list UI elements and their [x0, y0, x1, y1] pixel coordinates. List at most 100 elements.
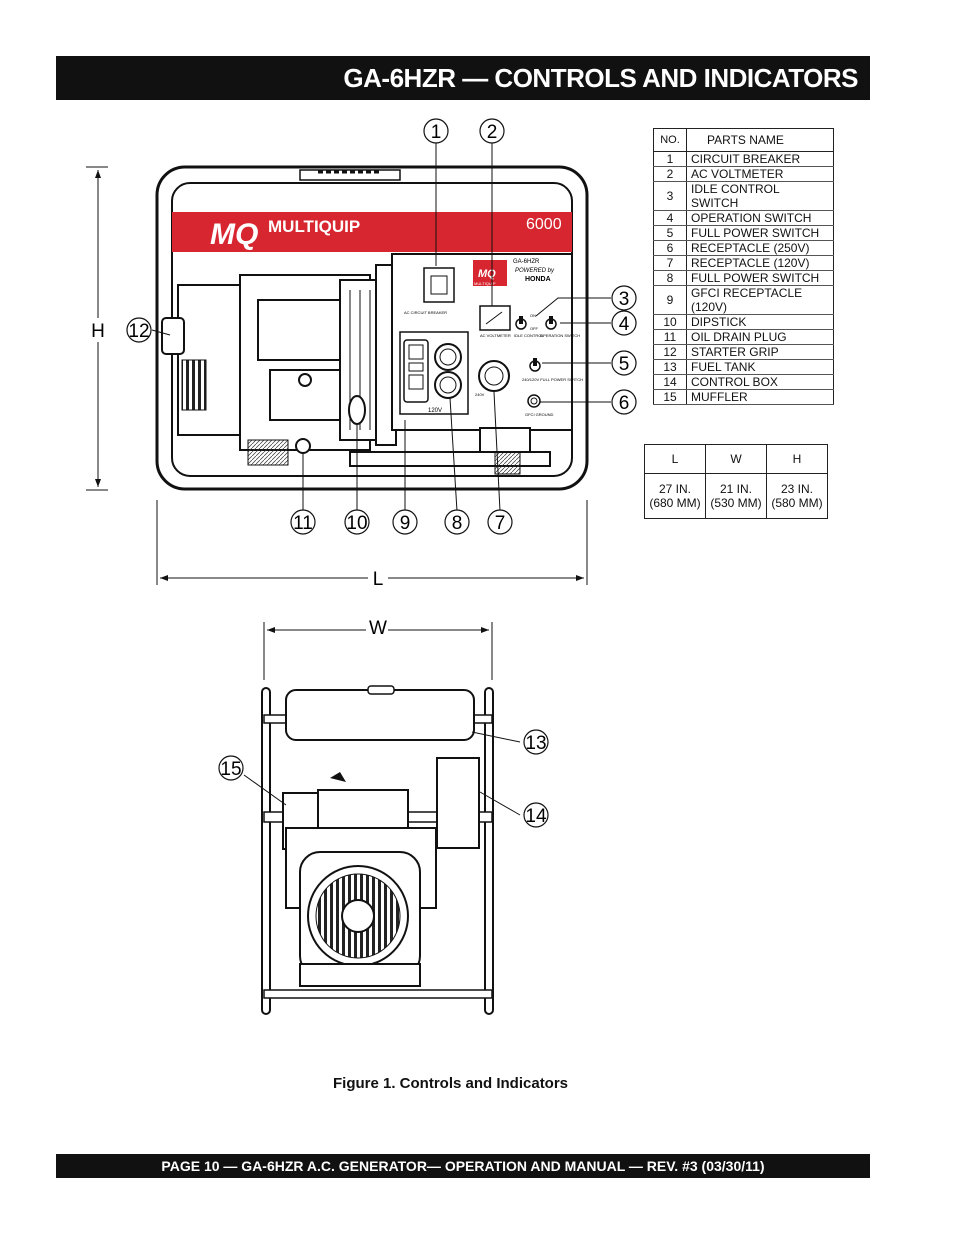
- frame-outer: [155, 165, 589, 491]
- figure-caption: Figure 1. Controls and Indicators: [333, 1075, 569, 1092]
- label-voltmeter: AC VOLTMETER: [480, 333, 511, 338]
- callout-circle-10: [344, 509, 370, 535]
- brand-band: [172, 212, 572, 252]
- parts-row-no: 10: [653, 314, 687, 330]
- callout-number-1: 1: [431, 122, 442, 143]
- parts-row-no: 13: [653, 359, 687, 375]
- dimension-l: L: [156, 500, 588, 590]
- ac-voltmeter: [479, 305, 511, 331]
- control-box-panel: AC CIRCUIT BREAKER MQ MULTIQUIP GA-6HZR …: [391, 253, 583, 453]
- label-breaker: AC CIRCUIT BREAKER: [404, 310, 447, 315]
- callout-number-8: 8: [452, 513, 463, 534]
- dim-header-w: W: [705, 444, 767, 474]
- label-off: OFF: [530, 326, 539, 331]
- callout-circle-15: [218, 755, 244, 781]
- callout-number-11: 11: [293, 513, 313, 534]
- callout-circle-11: [290, 509, 316, 535]
- label-full-power: 240/120V FULL POWER SWITCH: [522, 377, 583, 382]
- callout-circle-4: [611, 310, 637, 336]
- callout-number-7: 7: [495, 513, 506, 534]
- parts-table-header: NO. PARTS NAME: [653, 128, 834, 152]
- callout-number-10: 10: [346, 513, 367, 534]
- dim-header-h: H: [766, 444, 828, 474]
- dim-value-h: 23 IN.(580 MM): [766, 473, 828, 519]
- top-leader-lines: [243, 731, 521, 816]
- parts-row-name: MUFFLER: [686, 389, 834, 405]
- panel-powered-by: POWERED by: [515, 268, 555, 274]
- model-badge: 6000: [526, 216, 562, 233]
- parts-row-name: OIL DRAIN PLUG: [686, 329, 834, 345]
- parts-row-no: 14: [653, 374, 687, 390]
- dimensions-header-row: L W H: [644, 444, 828, 474]
- panel-logo: [473, 260, 507, 286]
- panel-logo-text: MULTIQUIP: [474, 281, 496, 286]
- callout-circle-9: [392, 509, 418, 535]
- page-title: GA-6HZR — CONTROLS AND INDICATORS: [343, 62, 858, 93]
- callout-number-5: 5: [619, 354, 630, 375]
- starter-grip: [161, 317, 185, 355]
- callout-circle-7: [487, 509, 513, 535]
- callout-number-4: 4: [619, 314, 630, 335]
- dim-header-l: L: [644, 444, 706, 474]
- parts-row-no: 15: [653, 389, 687, 405]
- dim-value-l: 27 IN.(680 MM): [644, 473, 706, 519]
- parts-row-name: CIRCUIT BREAKER: [686, 151, 834, 167]
- callout-number-2: 2: [487, 122, 498, 143]
- dimensions-table: L W H 27 IN.(680 MM) 21 IN.(530 MM) 23 I…: [644, 444, 828, 519]
- parts-row-name: FULL POWER SWITCH: [686, 225, 834, 241]
- callout-circle-13: [523, 729, 549, 755]
- parts-row-no: 3: [653, 181, 687, 211]
- parts-row-name: IDLE CONTROL SWITCH: [686, 181, 834, 211]
- parts-row-name: FULL POWER SWITCH: [686, 270, 834, 286]
- label-operation: OPERATION SWITCH: [540, 333, 580, 338]
- callout-number-13: 13: [525, 733, 546, 754]
- parts-row-name: AC VOLTMETER: [686, 166, 834, 182]
- col-name-header: PARTS NAME: [686, 128, 834, 152]
- dim-value-w: 21 IN.(530 MM): [705, 473, 767, 519]
- label-h: H: [91, 321, 105, 342]
- callout-circle-8: [444, 509, 470, 535]
- engine-block: [161, 264, 551, 475]
- footer-text: PAGE 10 — GA-6HZR A.C. GENERATOR— OPERAT…: [161, 1158, 765, 1174]
- parts-row-name: GFCI RECEPTACLE (120V): [686, 285, 834, 315]
- footer-bar: PAGE 10 — GA-6HZR A.C. GENERATOR— OPERAT…: [56, 1154, 870, 1178]
- parts-row-name: FUEL TANK: [686, 359, 834, 375]
- callout-circle-14: [523, 802, 549, 828]
- parts-row-no: 12: [653, 344, 687, 360]
- callout-circle-6: [611, 389, 637, 415]
- dipstick: [348, 395, 366, 425]
- brand-name: MULTIQUIP: [268, 217, 360, 236]
- callout-number-12: 12: [128, 321, 149, 342]
- dimensions-value-row: 27 IN.(680 MM) 21 IN.(530 MM) 23 IN.(580…: [644, 473, 828, 519]
- brand-logo-mq: MQ: [210, 218, 258, 251]
- parts-row-name: RECEPTACLE (120V): [686, 255, 834, 271]
- fuel-tank: [285, 689, 475, 741]
- callout-circle-2: [479, 118, 505, 144]
- front-view: MQ MULTIQUIP 6000: [86, 143, 611, 590]
- label-on: ON: [530, 313, 536, 318]
- col-no-header: NO.: [653, 128, 687, 152]
- parts-row-name: CONTROL BOX: [686, 374, 834, 390]
- callout-circle-3: [611, 285, 637, 311]
- oil-drain-plug: [295, 438, 311, 454]
- label-w: W: [369, 618, 387, 639]
- panel-honda: HONDA: [525, 276, 551, 283]
- control-box-top: [436, 757, 480, 849]
- dimension-w: W: [263, 616, 493, 680]
- parts-row-name: RECEPTACLE (250V): [686, 240, 834, 256]
- callout-circle-12: [126, 317, 152, 343]
